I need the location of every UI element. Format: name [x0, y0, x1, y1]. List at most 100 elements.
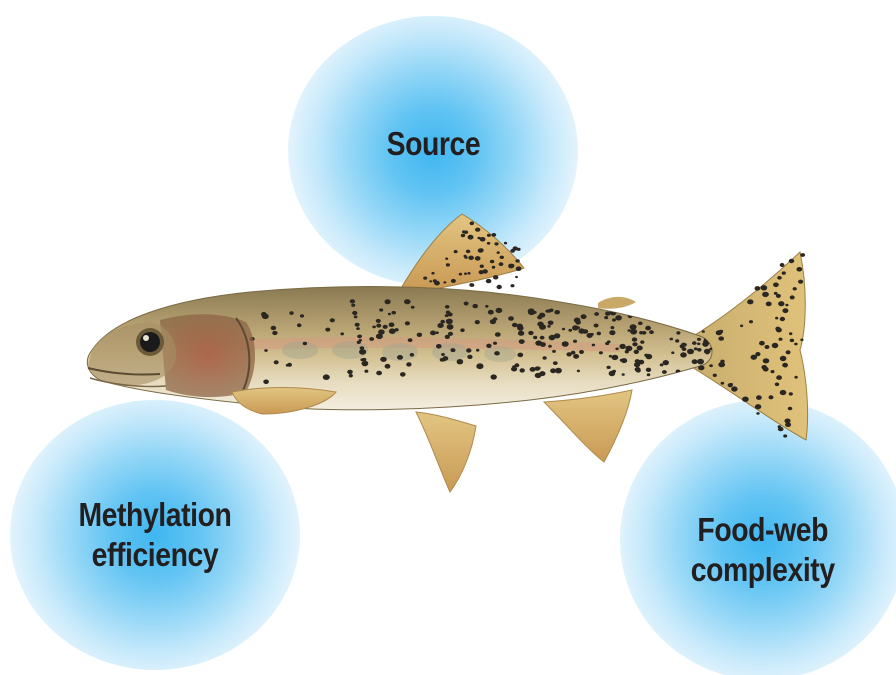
- spot: [756, 395, 762, 400]
- spot: [622, 373, 625, 376]
- spot: [496, 308, 503, 313]
- spot: [351, 304, 355, 307]
- spot: [303, 342, 307, 345]
- spot: [637, 346, 643, 351]
- spot: [789, 259, 795, 263]
- spot: [543, 356, 547, 359]
- spot: [517, 326, 523, 331]
- spot: [709, 364, 713, 367]
- spot: [493, 275, 498, 279]
- spot: [300, 314, 304, 317]
- spot: [573, 354, 579, 359]
- spot: [776, 375, 782, 380]
- spot: [769, 395, 774, 399]
- spot: [325, 328, 330, 332]
- spot: [448, 332, 453, 336]
- spot: [663, 360, 669, 365]
- spot: [347, 370, 353, 374]
- spot: [492, 266, 496, 269]
- spot: [577, 370, 580, 373]
- spot: [500, 256, 504, 259]
- spot: [646, 354, 653, 359]
- spot: [755, 404, 761, 409]
- spot: [448, 312, 453, 316]
- spot: [530, 367, 536, 372]
- spot: [765, 345, 770, 349]
- spot: [694, 347, 698, 350]
- spot: [778, 301, 784, 306]
- spot: [647, 373, 651, 376]
- spot: [708, 312, 711, 315]
- spot: [469, 283, 473, 287]
- spot: [435, 331, 438, 334]
- spot: [400, 372, 406, 377]
- spot: [490, 260, 494, 264]
- spot: [475, 256, 481, 261]
- spot: [391, 311, 396, 315]
- spot: [451, 279, 456, 283]
- spot: [740, 325, 743, 328]
- spot: [272, 331, 277, 335]
- spot: [274, 360, 279, 364]
- spot: [742, 397, 749, 402]
- spot: [516, 266, 522, 271]
- spot: [263, 380, 269, 385]
- spot: [349, 374, 353, 377]
- spot: [380, 357, 387, 362]
- spot: [379, 308, 383, 311]
- spot: [487, 242, 491, 245]
- spot: [611, 326, 615, 329]
- spot: [540, 342, 546, 347]
- spot: [388, 313, 391, 316]
- spot: [297, 323, 302, 327]
- spot: [576, 326, 580, 329]
- spot: [692, 359, 698, 364]
- spot: [609, 330, 615, 335]
- spot: [697, 359, 704, 365]
- spot: [508, 316, 514, 321]
- spot: [480, 265, 484, 268]
- spot: [775, 383, 779, 387]
- spot: [660, 320, 663, 323]
- spot: [548, 345, 552, 348]
- spot: [636, 309, 641, 313]
- spot: [383, 325, 388, 329]
- spot: [354, 315, 358, 318]
- spot: [747, 299, 753, 304]
- spot: [709, 348, 712, 351]
- spot: [640, 340, 644, 343]
- spot: [406, 362, 411, 366]
- spot: [446, 263, 450, 266]
- spot: [395, 328, 399, 331]
- spot: [574, 318, 581, 323]
- spot: [405, 321, 410, 325]
- spot: [475, 228, 480, 232]
- spot: [460, 328, 464, 332]
- spot: [271, 326, 277, 330]
- spot: [479, 248, 484, 252]
- spot: [528, 331, 533, 335]
- spot: [612, 355, 619, 360]
- spot: [607, 366, 611, 369]
- spot: [692, 341, 697, 345]
- spot: [774, 292, 778, 295]
- spot: [562, 341, 569, 347]
- spot: [660, 363, 664, 366]
- spot: [445, 258, 448, 260]
- spot: [713, 374, 717, 377]
- spot: [545, 310, 549, 313]
- spot: [491, 233, 496, 237]
- spot: [612, 318, 616, 321]
- spot: [800, 253, 805, 257]
- spot: [518, 331, 524, 336]
- spot: [468, 256, 474, 260]
- spot: [610, 310, 617, 315]
- spot: [775, 317, 778, 320]
- spot: [378, 329, 385, 334]
- spot: [446, 319, 453, 325]
- spot: [457, 359, 464, 364]
- spot: [476, 349, 479, 352]
- spot: [719, 330, 723, 333]
